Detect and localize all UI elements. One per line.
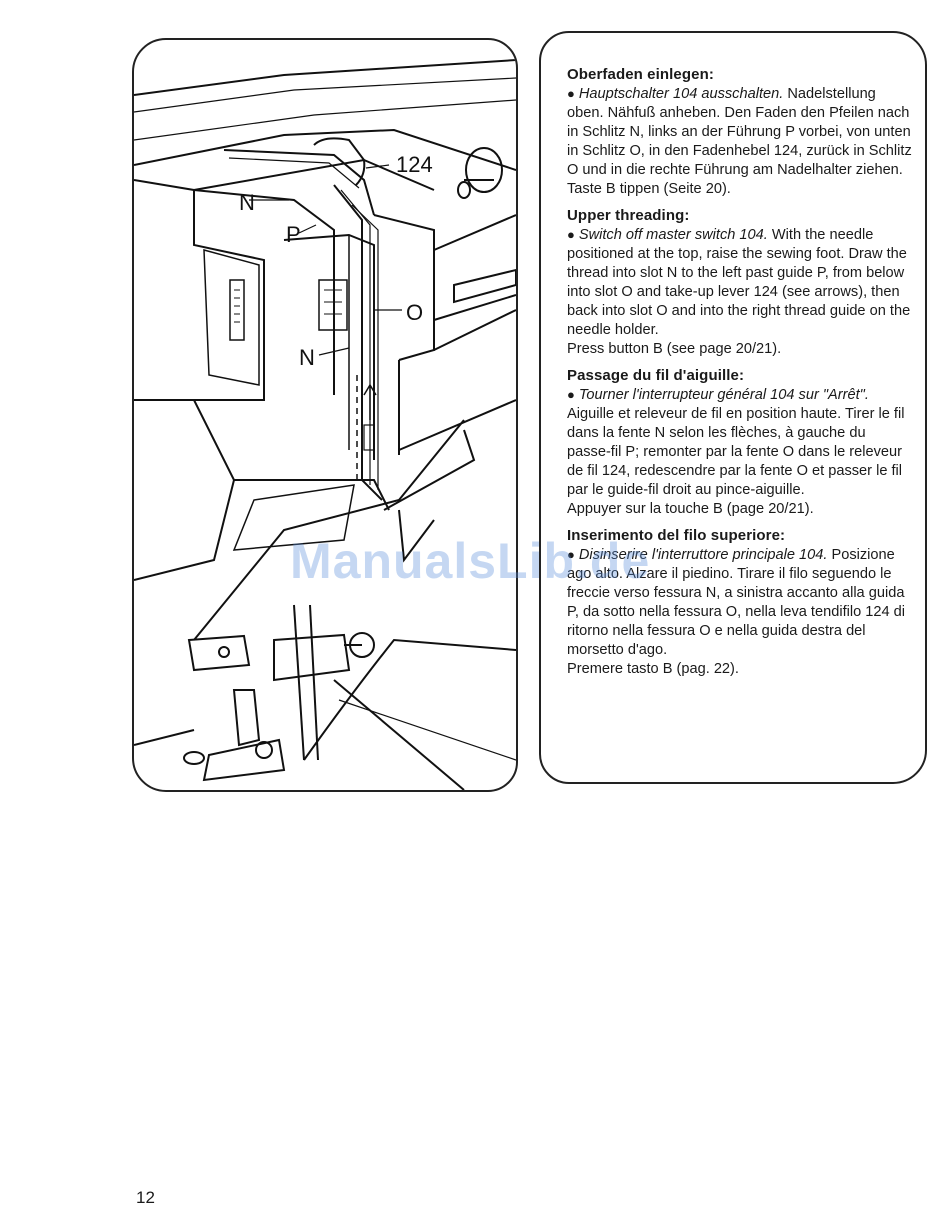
- threading-illustration: N P 124 O N: [132, 38, 518, 792]
- section-press: Taste B tippen (Seite 20).: [567, 181, 731, 197]
- section-press: Premere tasto B (pag. 22).: [567, 661, 739, 677]
- page-number: 12: [136, 1188, 155, 1207]
- section-text: Aiguille et releveur de fil en position …: [567, 406, 905, 498]
- section-lead: Tourner l'interrupteur général 104 sur "…: [578, 387, 869, 403]
- bullet-icon: ●: [567, 387, 575, 402]
- section-italian: Inserimento del filo superiore: ●Disinse…: [567, 526, 913, 679]
- section-text: Nadelstellung oben. Nähfuß anheben. Den …: [567, 86, 912, 178]
- label-n-lower: N: [299, 345, 315, 370]
- section-press: Appuyer sur la touche B (page 20/21).: [567, 501, 814, 517]
- section-lead: Switch off master switch 104.: [578, 227, 768, 243]
- section-body: ●Switch off master switch 104. With the …: [567, 225, 913, 359]
- instructions-content: Oberfaden einlegen: ●Hauptschalter 104 a…: [567, 65, 913, 686]
- label-124: 124: [396, 152, 433, 177]
- section-body: ●Tourner l'interrupteur général 104 sur …: [567, 385, 913, 519]
- bullet-icon: ●: [567, 547, 575, 562]
- sewing-machine-drawing: N P 124 O N: [134, 59, 516, 790]
- section-heading: Inserimento del filo superiore:: [567, 527, 786, 544]
- section-french: Passage du fil d'aiguille: ●Tourner l'in…: [567, 366, 913, 519]
- section-heading: Upper threading:: [567, 207, 690, 224]
- section-heading: Oberfaden einlegen:: [567, 66, 714, 83]
- instructions-panel: Oberfaden einlegen: ●Hauptschalter 104 a…: [539, 31, 927, 784]
- watermark: ManualsLib.de: [290, 533, 651, 589]
- section-text: Posizione ago alto. Alzare il piedino. T…: [567, 547, 906, 658]
- label-n-upper: N: [239, 190, 255, 215]
- bullet-icon: ●: [567, 86, 575, 101]
- section-heading: Passage du fil d'aiguille:: [567, 367, 745, 384]
- section-lead: Hauptschalter 104 ausschalten.: [578, 86, 784, 102]
- section-german: Oberfaden einlegen: ●Hauptschalter 104 a…: [567, 65, 913, 199]
- section-body: ●Disinserire l'interruttore principale 1…: [567, 545, 913, 679]
- section-press: Press button B (see page 20/21).: [567, 341, 782, 357]
- section-lead: Disinserire l'interruttore principale 10…: [578, 547, 828, 563]
- bullet-icon: ●: [567, 227, 575, 242]
- section-body: ●Hauptschalter 104 ausschalten. Nadelste…: [567, 84, 913, 199]
- label-o: O: [406, 300, 423, 325]
- label-p: P: [286, 222, 301, 247]
- section-text: With the needle positioned at the top, r…: [567, 227, 911, 338]
- section-english: Upper threading: ●Switch off master swit…: [567, 206, 913, 359]
